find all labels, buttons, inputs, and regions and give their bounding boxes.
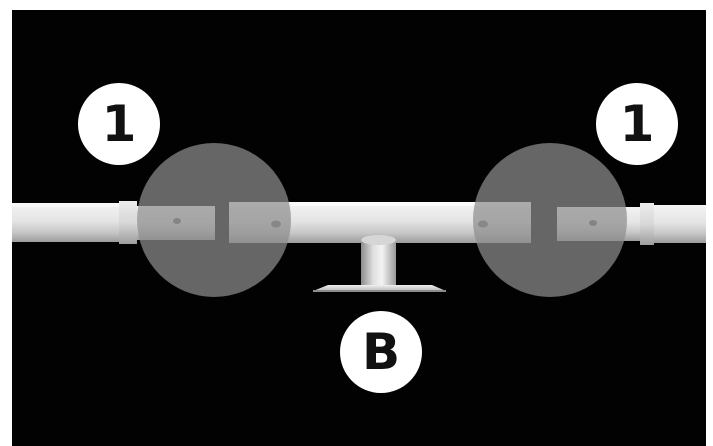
left-highlight-circle (137, 143, 291, 297)
left-step-label: 1 (102, 95, 137, 153)
left-outer-pipe (12, 201, 137, 244)
support-stem (361, 235, 396, 288)
right-step-callout: 1 (596, 83, 678, 165)
right-highlight-circle (473, 143, 627, 297)
center-part-label: B (362, 323, 400, 381)
center-part-callout: B (340, 311, 422, 393)
left-step-callout: 1 (78, 83, 160, 165)
right-step-label: 1 (620, 95, 655, 153)
base-plate (313, 285, 446, 292)
right-outer-pipe (640, 203, 706, 245)
